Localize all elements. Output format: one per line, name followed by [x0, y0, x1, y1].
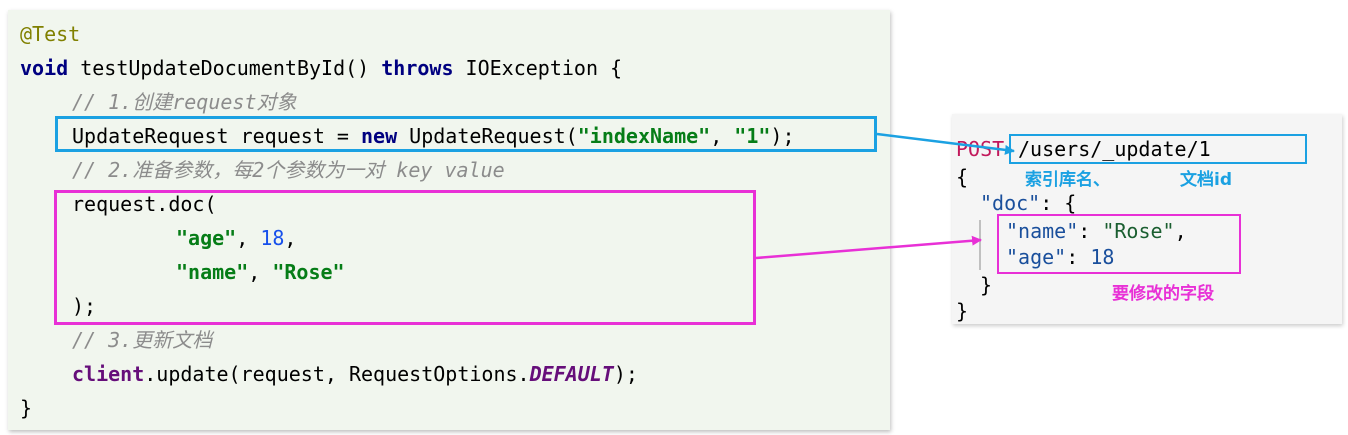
name-key-string: "name"	[176, 260, 249, 284]
code-line-annotation: @Test	[20, 20, 80, 48]
comment-update-doc: // 3.更新文档	[72, 328, 213, 352]
doc-id-string: "1"	[734, 124, 771, 148]
annotation-token: @Test	[20, 22, 81, 46]
age-separator: ,	[236, 226, 261, 250]
code-line-comment-3: // 3.更新文档	[72, 326, 212, 354]
name-value-string: "Rose"	[272, 260, 345, 284]
method-name: testUpdateDocumentById()	[68, 56, 382, 80]
json-age-separator: :	[1066, 245, 1091, 269]
json-name-value: "Rose"	[1102, 219, 1175, 243]
doc-id-label: 文档id	[1180, 170, 1232, 190]
fields-highlight-box	[997, 214, 1241, 274]
doc-key: "doc"	[980, 191, 1041, 215]
index-name-string: "indexName"	[577, 124, 711, 148]
void-keyword: void	[20, 56, 69, 80]
request-url: /users/_update/1	[1018, 137, 1211, 161]
request-declaration: UpdateRequest request =	[72, 124, 361, 148]
update-method-call: .update(request, RequestOptions.	[144, 362, 530, 386]
code-line-close-brace: }	[20, 394, 32, 422]
comment-create-request: // 1.创建request对象	[72, 90, 297, 114]
age-line-end: ,	[284, 226, 297, 250]
arg-separator: ,	[710, 124, 735, 148]
update-call-end: );	[613, 362, 638, 386]
client-field: client	[72, 362, 145, 386]
json-inner-close: }	[980, 273, 993, 297]
name-separator: ,	[248, 260, 273, 284]
code-line-doc-call: request.doc(	[72, 190, 217, 218]
code-line-new-request: UpdateRequest request = new UpdateReques…	[72, 122, 795, 150]
code-line-update-call: client.update(request, RequestOptions.DE…	[72, 360, 638, 388]
exception-type: IOException {	[453, 56, 623, 80]
doc-params-highlight-box	[54, 190, 756, 325]
code-line-method-signature: void testUpdateDocumentById() throws IOE…	[20, 54, 622, 82]
json-age-line: "age": 18	[1006, 244, 1114, 270]
age-value-number: 18	[260, 226, 285, 250]
throws-keyword: throws	[381, 56, 454, 80]
json-name-key: "name"	[1006, 219, 1079, 243]
code-line-doc-close: );	[72, 292, 96, 320]
age-key-string: "age"	[176, 226, 237, 250]
doc-separator: : {	[1040, 191, 1077, 215]
json-age-value: 18	[1090, 245, 1115, 269]
doc-method-call: request.doc(	[72, 192, 217, 216]
code-line-comment-2: // 2.准备参数，每2个参数为一对 key value	[72, 156, 505, 184]
json-age-key: "age"	[1006, 245, 1067, 269]
request-highlight-box	[55, 116, 877, 152]
statement-end: );	[770, 124, 795, 148]
json-name-end: ,	[1174, 219, 1187, 243]
json-name-separator: :	[1078, 219, 1103, 243]
code-panel: @Test void testUpdateDocumentById() thro…	[8, 10, 890, 430]
index-name-label: 索引库名、	[1025, 170, 1110, 190]
dsl-request-panel: POST /users/_update/1 { 索引库名、 文档id "doc"…	[952, 114, 1342, 324]
params-to-fields-arrow	[755, 235, 982, 260]
method-close-brace: }	[20, 396, 33, 420]
fields-label: 要修改的字段	[1112, 284, 1214, 304]
new-keyword: new	[360, 124, 398, 148]
json-name-line: "name": "Rose",	[1006, 218, 1187, 244]
json-doc-line: "doc": {	[980, 190, 1076, 216]
code-line-name-param: "name", "Rose"	[176, 258, 345, 286]
json-outer-close: }	[956, 299, 969, 323]
request-constructor: UpdateRequest(	[397, 124, 578, 148]
code-line-age-param: "age", 18,	[176, 224, 296, 252]
default-constant: DEFAULT	[529, 362, 614, 386]
code-line-comment-1: // 1.创建request对象	[72, 88, 297, 116]
json-open-brace: {	[956, 165, 969, 189]
doc-call-close: );	[72, 294, 97, 318]
request-to-url-arrow	[876, 132, 1015, 155]
comment-prepare-params: // 2.准备参数，每2个参数为一对 key value	[72, 158, 505, 182]
